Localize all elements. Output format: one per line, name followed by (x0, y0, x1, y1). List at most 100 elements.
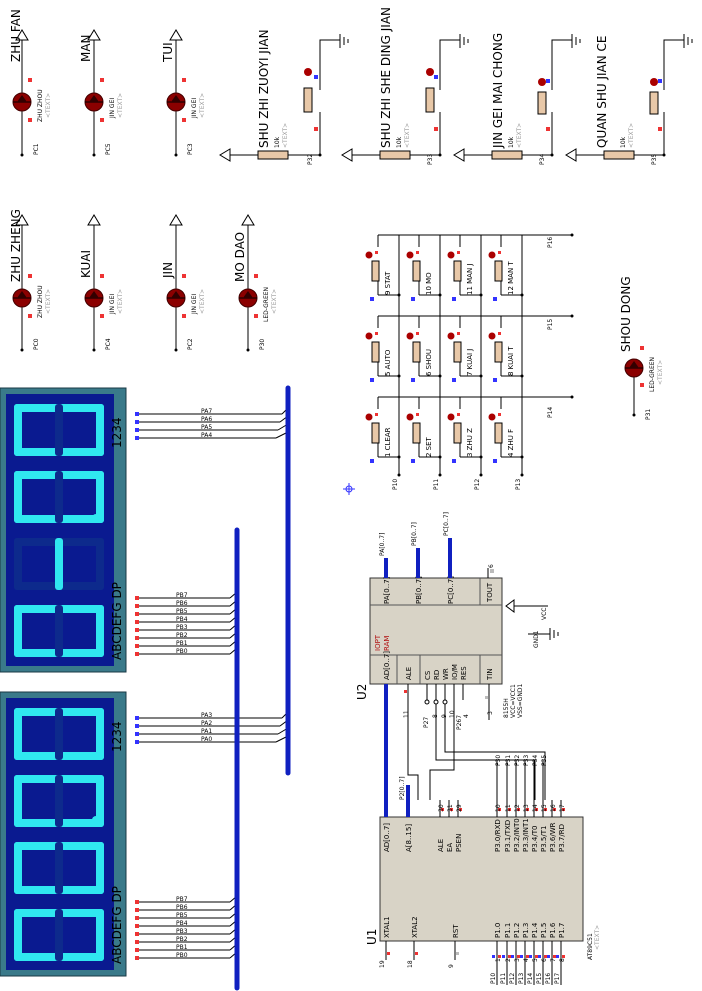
key-label: 9 STAT (384, 271, 392, 295)
u2-pin-ale: ALE (405, 667, 413, 680)
seg-label: ABCDEFG DP (110, 886, 124, 964)
digit-4 (14, 909, 104, 961)
crosshair-icon (343, 483, 355, 495)
u1-chip[interactable] (379, 780, 584, 960)
led-shou-dong[interactable] (624, 346, 644, 417)
key-1-clear[interactable]: 1 CLEAR (365, 397, 401, 463)
keypad-matrix (378, 233, 574, 477)
key-label: 12 MAN T (507, 261, 515, 295)
switch-shu-zhi-zuoyi-label: SHU ZHI ZUOYI JIAN (257, 29, 271, 148)
com-net: PA4 (201, 432, 212, 439)
key-5-auto[interactable]: 5 AUTO (365, 316, 401, 382)
led-zhu-fan[interactable] (12, 29, 32, 157)
u1-pin-num: 14 (532, 804, 539, 812)
u2-label-ram: RAM (383, 636, 391, 651)
u1-pin-num: 19 (379, 960, 386, 968)
key-label: 5 AUTO (384, 349, 392, 376)
u1-model: AT89C51 (587, 933, 594, 960)
key-12-man-t[interactable]: 12 MAN T (488, 235, 524, 301)
u2-net-p267: P267 (456, 715, 463, 730)
com-net: PA0 (201, 736, 212, 743)
u2-pin-res: RES (460, 666, 468, 680)
u2-pin-ad: AD[0..7] (383, 651, 391, 680)
gnd-symbol (528, 628, 559, 640)
u1-p3-net: P34 (532, 755, 539, 766)
com-label: 1234 (110, 417, 124, 448)
seg-net: PB3 (176, 928, 188, 935)
u1-p3-net: P33 (523, 755, 530, 766)
led-kuai[interactable] (84, 214, 104, 352)
key-9-stat[interactable]: 9 STAT (365, 235, 401, 301)
net-pc5: PC5 (105, 143, 112, 155)
led-mo-dao[interactable] (238, 214, 258, 352)
key-2-set[interactable]: 2 SET (406, 397, 442, 463)
com-net: PA7 (201, 408, 212, 415)
led-man-label: MAN (79, 34, 93, 62)
key-8-kuai-t[interactable]: 8 KUAI T (488, 316, 524, 382)
com-net: PA6 (201, 416, 212, 423)
u2-chip[interactable] (369, 577, 503, 685)
u2-pin-wr: WR (442, 668, 450, 680)
u1-pin-num: 12 (514, 804, 521, 812)
key-11-man-j[interactable]: 11 MAN J (447, 235, 483, 301)
led-jin[interactable] (166, 214, 186, 352)
u1-p3-net: P31 (505, 755, 512, 766)
com-net: PA3 (201, 712, 212, 719)
seg-net: PB3 (176, 624, 188, 631)
net-p34: P34 (539, 154, 546, 165)
u1-pin-num: 18 (407, 960, 414, 968)
u1-p3-net: P35 (541, 755, 548, 766)
u2-num-rd: 8 (432, 714, 439, 718)
u1-pin-top: P3.2/INT0 (513, 818, 521, 852)
u1-net-bottom: P12 (509, 973, 516, 984)
u1-pin-num: 15 (541, 804, 548, 812)
u1-text: <TEXT> (594, 925, 601, 950)
led-zhu-zheng[interactable] (12, 214, 32, 352)
u1-pin-num: 3 (514, 958, 521, 962)
digit-2 (14, 471, 104, 523)
led-tui[interactable] (166, 29, 186, 157)
u1-pin-top: EA (446, 843, 454, 852)
switch-shu-zhi-zuoyi[interactable] (219, 34, 349, 162)
key-10-mo[interactable]: 10 MO (406, 235, 442, 301)
switch-quan-shu-jian-ce[interactable] (565, 34, 693, 162)
key-3-zhu-z[interactable]: 3 ZHU Z (447, 397, 483, 463)
led-man-type: JIN GEI (109, 98, 116, 119)
switch-shu-zhi-she-ding[interactable] (341, 34, 469, 162)
u1-pin-bottom: P1.3 (522, 923, 530, 938)
u2-power-vss: VSS=GND1 (517, 683, 524, 718)
net-p31-led: P31 (645, 409, 652, 420)
switch-jin-gei-mai-chong[interactable] (453, 34, 581, 162)
led-man[interactable] (84, 29, 104, 157)
u1-net-bottom: P14 (527, 973, 534, 984)
key-6-shou[interactable]: 6 SHOU (406, 316, 442, 382)
u1-pin-top: P3.0/RXD (494, 819, 502, 852)
u1-net-bottom: P13 (518, 973, 525, 984)
led-zhu-fan-label: ZHU FAN (9, 9, 23, 62)
u1-pin-num: 17 (559, 804, 566, 812)
u1-pin-xtal2: XTAL2 (411, 916, 419, 938)
switch-res-1: 10k (274, 136, 281, 148)
key-7-kuai-j[interactable]: 7 KUAI J (447, 316, 483, 382)
u2-pin-tin: TIN (486, 668, 494, 681)
seg-net: PB6 (176, 904, 188, 911)
digit-1 (14, 404, 104, 456)
u1-pin-top: P3.3/INT1 (522, 818, 530, 852)
u1-pin-num: 31 (447, 804, 454, 812)
u1-pin-top: AD[0..7] (383, 823, 391, 852)
u1-net-bottom: P16 (545, 973, 552, 984)
u1-pin-bottom: P1.2 (513, 923, 521, 938)
key-4-zhu-f[interactable]: 4 ZHU F (488, 397, 524, 463)
seg-net: PB2 (176, 632, 188, 639)
u1-pin-rst: RST (452, 924, 460, 938)
net-pc4: PC4 (105, 338, 112, 350)
net-pc2: PC2 (187, 338, 194, 350)
u1-pin-num: 4 (523, 958, 530, 962)
key-label: 1 CLEAR (384, 427, 392, 457)
u1-pin-num: 10 (495, 804, 502, 812)
